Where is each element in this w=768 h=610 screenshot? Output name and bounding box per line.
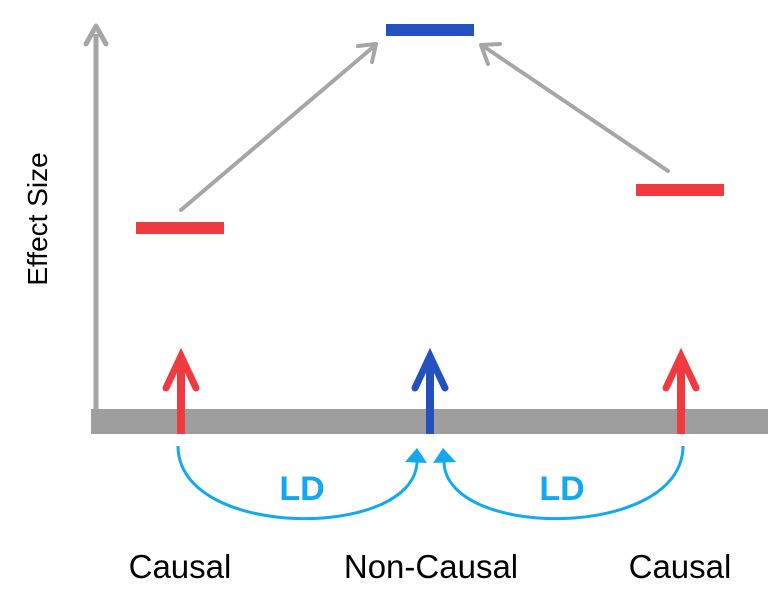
causal-site-arrow-left bbox=[162, 347, 200, 434]
ld-arc-left bbox=[176, 445, 427, 521]
ld-arc-right bbox=[433, 445, 685, 521]
causal-effect-bar-right bbox=[636, 184, 724, 196]
connector-arrow-left bbox=[179, 42, 378, 212]
ld-label-left: LD bbox=[279, 470, 324, 508]
y-axis-arrowhead bbox=[83, 23, 109, 47]
non-causal-effect-bar bbox=[386, 24, 474, 36]
site-label-right: Causal bbox=[629, 548, 732, 585]
y-axis-label: Effect Size bbox=[22, 152, 53, 285]
y-axis bbox=[83, 23, 109, 422]
site-label-left: Causal bbox=[129, 548, 232, 585]
non-causal-site-arrow bbox=[411, 347, 449, 434]
ld-label-right: LD bbox=[539, 470, 584, 508]
causal-effect-bar-left bbox=[136, 222, 224, 234]
site-label-middle: Non-Causal bbox=[344, 548, 518, 585]
causal-site-arrow-right bbox=[662, 347, 700, 434]
connector-arrow-right bbox=[479, 42, 670, 173]
